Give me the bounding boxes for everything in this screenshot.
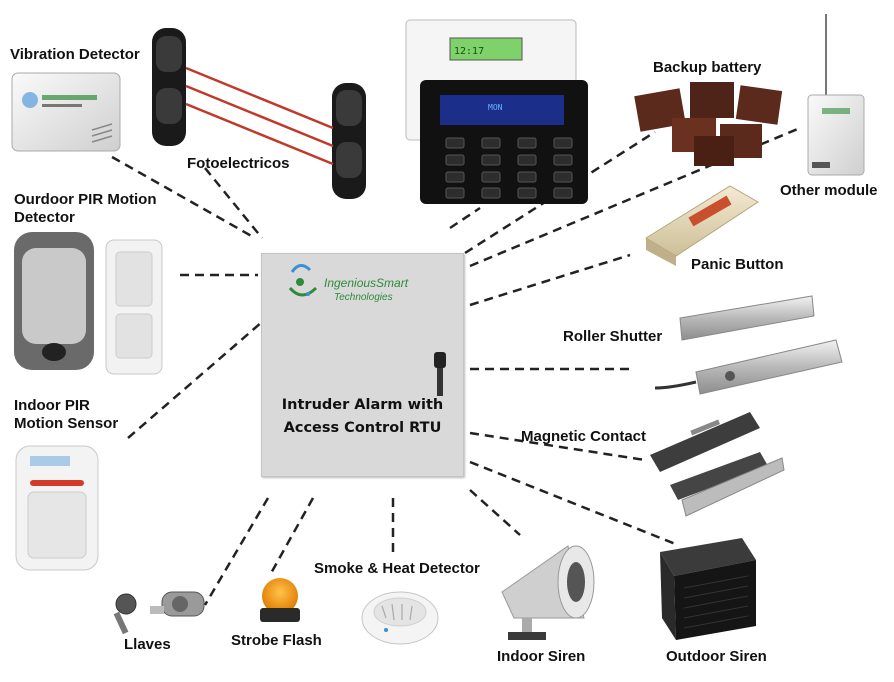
vibration-detector-label: Vibration Detector (10, 46, 140, 63)
outdoor-pir-image (14, 232, 163, 375)
indoor-siren-label: Indoor Siren (497, 648, 586, 665)
brand-tagline: Technologies (334, 292, 393, 303)
other-module-image (807, 14, 865, 176)
outdoor-pir-label: Ourdoor PIR Motion Detector (14, 191, 157, 226)
magnetic-contact-label: Magnetic Contact (521, 428, 647, 445)
rtu-panel-graphics (288, 264, 446, 396)
other-module-label: Other module (780, 182, 878, 199)
strobe-flash-image (260, 578, 300, 622)
brand-logo-icon (288, 264, 318, 297)
fotoelectricos-label: Fotoelectricos (187, 155, 290, 172)
keypad-lcd-text: MON (488, 103, 503, 112)
outdoor-siren-label: Outdoor Siren (666, 648, 767, 665)
vibration-detector-image (11, 72, 121, 152)
indoor-pir-label: Indoor PIR Motion Sensor (14, 397, 119, 432)
magnetic-contact-image (650, 412, 785, 517)
llaves-label: Llaves (124, 636, 171, 653)
brand-name: IngeniousSmart (324, 276, 409, 290)
photoelectric-beams-image (152, 28, 366, 199)
strobe-flash-label: Strobe Flash (231, 632, 322, 649)
keys-image (113, 591, 205, 635)
indoor-siren-image (501, 545, 595, 640)
rtu-title-line1: Intruder Alarm with (281, 397, 444, 413)
rtu-title: Intruder Alarm with Access Control RTU (262, 394, 463, 440)
panic-button-label: Panic Button (691, 256, 784, 273)
indoor-pir-image (15, 445, 99, 571)
rtu-control-panel: IngeniousSmart Technologies Intruder Ala… (261, 253, 464, 477)
backup-battery-image (634, 82, 783, 166)
smoke-heat-detector-label: Smoke & Heat Detector (314, 560, 480, 577)
panic-button-image (645, 185, 759, 266)
keypad-panel-image: 12:17 MON (405, 19, 588, 204)
roller-shutter-image (654, 295, 843, 395)
keypad-lcd-time: 12:17 (454, 46, 484, 57)
backup-battery-label: Backup battery (653, 59, 762, 76)
smoke-heat-detector-image (361, 591, 439, 645)
roller-shutter-label: Roller Shutter (563, 328, 663, 345)
rtu-title-line2: Access Control RTU (283, 420, 442, 436)
outdoor-siren-image (660, 538, 756, 640)
